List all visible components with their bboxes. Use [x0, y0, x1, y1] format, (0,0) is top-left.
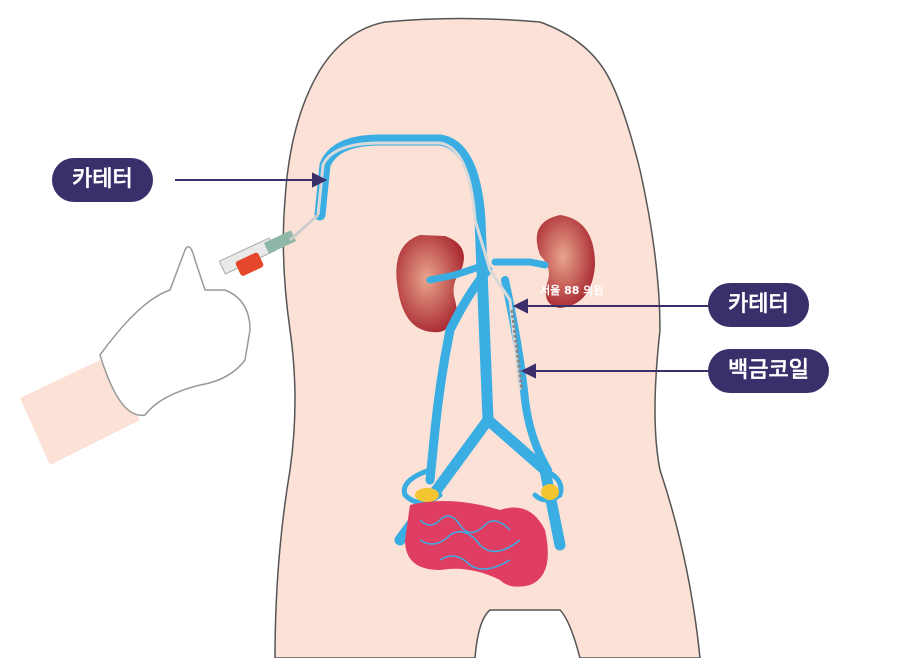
kidney-left: [396, 235, 464, 333]
ovary-right: [541, 484, 559, 500]
uterus-varicose: [405, 501, 548, 587]
platinum-coil: [510, 309, 524, 391]
label-catheter: 카테터: [708, 283, 809, 327]
label-platinum-coil: 백금코일: [708, 349, 829, 393]
watermark: 서울 88 의원: [540, 284, 604, 297]
catheter-line: [316, 141, 522, 391]
gloved-hand: [99, 245, 251, 417]
uterus-vein-mesh: [419, 515, 521, 570]
pointer-arrows: [175, 172, 710, 379]
kidney-right: [536, 215, 595, 308]
arm: [20, 360, 140, 465]
syringe: [218, 213, 319, 276]
label-catheter-entry: 카테터: [52, 158, 153, 202]
ovary-left: [415, 488, 439, 502]
